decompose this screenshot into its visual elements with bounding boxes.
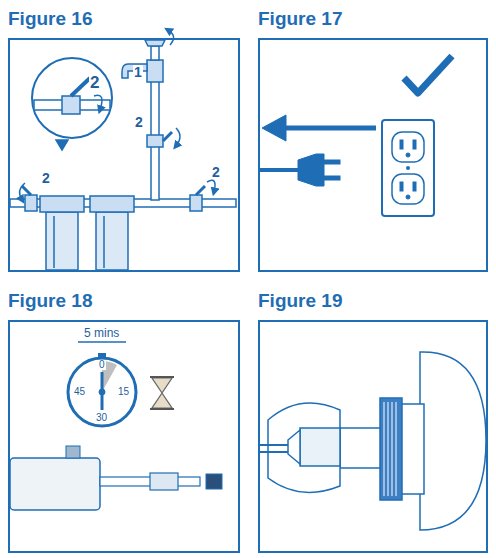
callout-number: 2 xyxy=(211,165,221,179)
callout-number: 1 xyxy=(133,65,143,79)
callout-number: 2 xyxy=(134,115,144,129)
timer-label: 15 xyxy=(117,387,130,397)
figure-panel: Figure 19 xyxy=(258,320,488,553)
figure-heading: Figure 16 xyxy=(8,8,92,30)
timer-label: 45 xyxy=(73,387,86,397)
callout-number: 2 xyxy=(89,74,100,91)
figure-heading: Figure 17 xyxy=(258,8,342,30)
timer-label: 5 mins xyxy=(83,327,120,339)
figure-panel: Figure 17 xyxy=(258,38,488,272)
callout-number: 2 xyxy=(41,171,51,185)
timer-label: 30 xyxy=(95,413,108,423)
figure-heading: Figure 18 xyxy=(8,290,92,312)
figure-heading: Figure 19 xyxy=(258,290,342,312)
timer-label: 0 xyxy=(98,360,106,370)
figure-panel: Figure 18 xyxy=(8,320,240,553)
figure-panel: Figure 16 xyxy=(8,38,240,272)
